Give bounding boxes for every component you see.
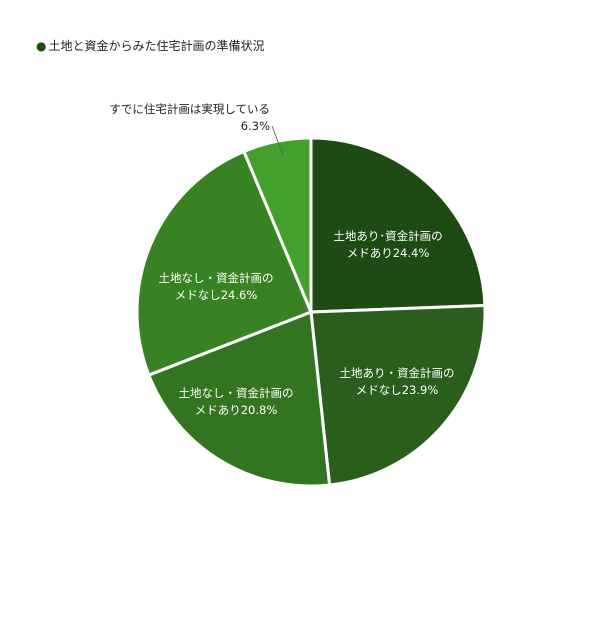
slice-label-4-value: 6.3% [240,119,270,133]
slice-label-3-value: 24.6% [220,288,258,302]
slice-4-leader-line [271,125,284,156]
slice-label-1-line2: メドなし [355,383,402,397]
title-bullet-icon: ● [36,39,47,53]
slice-label-1-value: 23.9% [401,383,439,397]
slice-label-3-line1: 土地なし・資金計画の [158,271,274,285]
slice-label-3: 土地なし・資金計画の メドなし24.6% [146,270,286,304]
slice-label-0-line2: メドあり [346,246,393,260]
pie-slice-1 [309,303,487,487]
slice-label-0: 土地あり･資金計画の メドあり24.4% [318,228,458,262]
slice-label-4-line1: すでに住宅計画は実現している [109,102,270,116]
chart-title-text: 土地と資金からみた住宅計画の準備状況 [48,39,265,53]
pie-slice-3 [135,149,313,377]
slice-label-2-value: 20.8% [240,403,278,417]
pie-slice-4 [242,136,313,314]
pie-slice-0 [309,136,487,314]
slice-label-2: 土地なし・資金計画の メドあり20.8% [166,385,306,419]
slice-label-0-value: 24.4% [392,246,430,260]
slice-label-3-line2: メドなし [174,288,221,302]
slice-label-2-line2: メドあり [194,403,241,417]
slice-label-4: すでに住宅計画は実現している 6.3% [70,101,270,135]
slice-label-2-line1: 土地なし・資金計画の [178,386,294,400]
slice-label-1-line1: 土地あり・資金計画の [339,366,455,380]
slice-label-0-line1: 土地あり･資金計画の [333,229,443,243]
pie-slice-2 [147,310,332,488]
chart-title: ●土地と資金からみた住宅計画の準備状況 [36,37,265,54]
slice-label-1: 土地あり・資金計画の メドなし23.9% [327,365,467,399]
